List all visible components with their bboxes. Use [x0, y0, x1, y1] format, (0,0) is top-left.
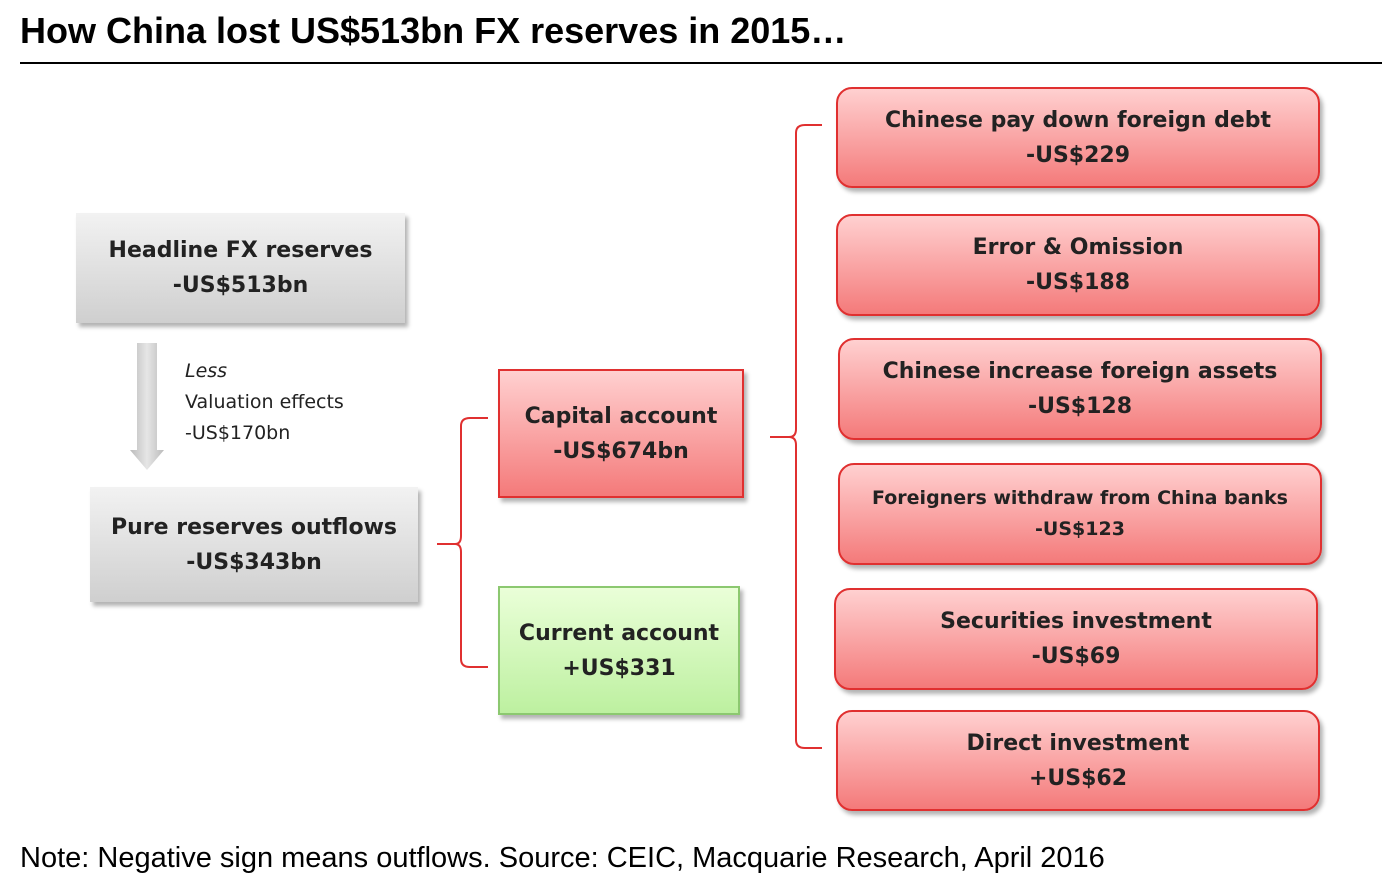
- valuation-value: -US$170bn: [185, 422, 291, 444]
- valuation-effects-note: Less Valuation effects -US$170bn: [185, 356, 344, 449]
- valuation-label: Valuation effects: [185, 391, 344, 413]
- pure-reserves-outflows-box: Pure reserves outflows -US$343bn: [90, 487, 418, 602]
- component-box: Chinese increase foreign assets -US$128: [838, 338, 1322, 440]
- box-label: Direct investment: [966, 730, 1190, 756]
- page-title: How China lost US$513bn FX reserves in 2…: [20, 10, 847, 51]
- box-label: Chinese pay down foreign debt: [884, 107, 1272, 133]
- box-value: -US$229: [1025, 142, 1131, 168]
- box-label: Capital account: [524, 403, 718, 429]
- box-value: +US$331: [562, 655, 676, 681]
- component-box: Chinese pay down foreign debt -US$229: [836, 87, 1320, 188]
- box-label: Current account: [518, 620, 720, 646]
- box-value: -US$128: [1027, 394, 1133, 419]
- component-box: Error & Omission -US$188: [836, 214, 1320, 316]
- box-value: +US$62: [1028, 765, 1128, 791]
- headline-fx-reserves-box: Headline FX reserves -US$513bn: [76, 213, 405, 323]
- bracket-right: [770, 124, 822, 749]
- source-note: Note: Negative sign means outflows. Sour…: [20, 842, 1105, 874]
- component-box: Direct investment +US$62: [836, 710, 1320, 811]
- box-value: -US$188: [1025, 270, 1131, 295]
- box-label: Headline FX reserves: [108, 238, 373, 263]
- title-divider: [20, 62, 1382, 64]
- less-label: Less: [185, 360, 228, 382]
- box-label: Foreigners withdraw from China banks: [872, 487, 1288, 509]
- box-value: -US$674bn: [553, 438, 689, 464]
- box-value: -US$69: [1031, 644, 1121, 669]
- box-label: Chinese increase foreign assets: [882, 359, 1278, 384]
- box-value: -US$123: [1035, 518, 1125, 540]
- bracket-left: [437, 417, 488, 668]
- box-label: Securities investment: [940, 609, 1212, 634]
- down-arrow: [130, 343, 164, 470]
- box-value: -US$513bn: [172, 273, 309, 298]
- box-value: -US$343bn: [186, 549, 322, 575]
- current-account-box: Current account +US$331: [498, 586, 740, 715]
- box-label: Error & Omission: [972, 235, 1184, 260]
- component-box: Securities investment -US$69: [834, 588, 1318, 690]
- box-label: Pure reserves outflows: [111, 514, 397, 540]
- component-box: Foreigners withdraw from China banks -US…: [838, 463, 1322, 565]
- capital-account-box: Capital account -US$674bn: [498, 369, 744, 498]
